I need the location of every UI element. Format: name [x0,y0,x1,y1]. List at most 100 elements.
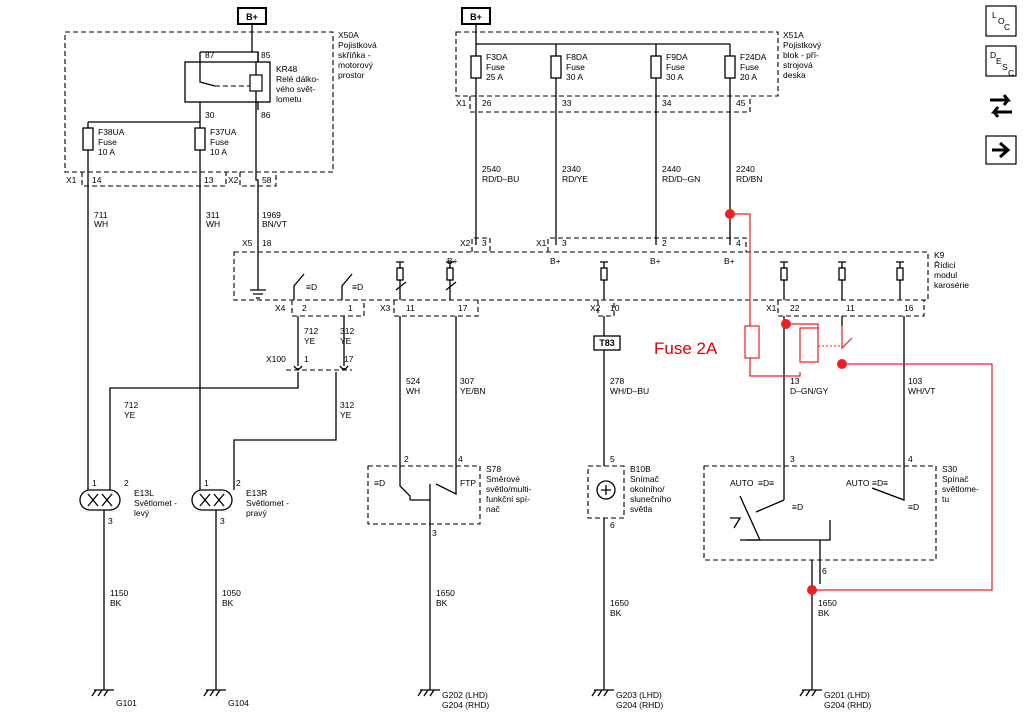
kr48-pin-30: 30 [205,110,215,120]
bplus-4: B+ [724,256,735,266]
svg-text:G204 (RHD): G204 (RHD) [442,700,489,710]
svg-text:K9: K9 [934,250,945,260]
kr48-label: KR48 Relé dálko- vého svět- lometu [276,64,319,104]
x51a-fuse-block [455,31,779,97]
x100-pin-17: 17 [344,354,354,364]
f3da-fuse [470,55,482,79]
svg-text:karosérie: karosérie [934,280,969,290]
e13r-pin-1: 1 [204,478,209,488]
next-button[interactable] [985,135,1017,165]
svg-text:2540: 2540 [482,164,501,174]
svg-text:Snímač: Snímač [630,474,660,484]
svg-text:F8DA: F8DA [566,52,588,62]
desc-button[interactable]: D E S C [985,45,1017,78]
kr48-pin-87: 87 [205,50,215,60]
f38ua-fuse [82,127,94,151]
svg-text:312: 312 [340,400,354,410]
svg-text:YE/BN: YE/BN [460,386,486,396]
svg-text:Řídicí: Řídicí [934,260,956,270]
svg-text:F24DA: F24DA [740,52,767,62]
svg-text:10 A: 10 A [98,147,115,157]
svg-text:S78: S78 [486,464,501,474]
red-modification [725,209,993,595]
f37ua-label: F37UA Fuse 10 A [210,127,237,157]
svg-text:WH: WH [206,219,220,229]
x51-pin-34: 34 [662,98,672,108]
fuse-annotation: Fuse 2A [654,339,718,358]
svg-text:F3DA: F3DA [486,52,508,62]
svg-text:vého svět-: vého svět- [276,84,315,94]
x51-pin-33: 33 [562,98,572,108]
loc-button[interactable]: L O C [985,5,1017,37]
svg-text:WH: WH [94,219,108,229]
e13l-pin-1: 1 [92,478,97,488]
svg-text:funkční spí-: funkční spí- [486,494,530,504]
k9-conn-x2: X2 [590,303,601,313]
s30-label: S30 Spínač světlome- tu [942,464,979,504]
s78-pin-4: 4 [458,454,463,464]
svg-text:Fuse: Fuse [566,62,585,72]
svg-text:D–GN/GY: D–GN/GY [790,386,829,396]
k9-pin-3b: 3 [562,238,567,248]
power-label: B+ [246,12,258,22]
svg-text:WH/D–BU: WH/D–BU [610,386,649,396]
svg-text:deska: deska [783,70,806,80]
swap-button[interactable] [986,88,1016,124]
ground-g203: G203 (LHD) G204 (RHD) [591,689,663,710]
k9-module [233,251,929,301]
s30-beam-symbol-1: ≡D [792,502,803,512]
bplus-3: B+ [650,256,661,266]
svg-text:světla: světla [630,504,652,514]
svg-text:RD/BN: RD/BN [736,174,762,184]
x51-pin-45: 45 [736,98,746,108]
f24da-fuse [724,55,736,79]
s30-auto-2: AUTO [846,478,870,488]
s78-pin-3: 3 [432,528,437,538]
e13l-headlamp [79,489,121,511]
k9-pin-x4-1: 1 [348,303,353,313]
svg-text:prostor: prostor [338,70,365,80]
highbeam-symbol: ≡D [352,282,363,292]
svg-text:F9DA: F9DA [666,52,688,62]
svg-text:okolního/: okolního/ [630,484,665,494]
svg-text:2440: 2440 [662,164,681,174]
svg-text:G203 (LHD): G203 (LHD) [616,690,662,700]
swap-arrows-icon [990,94,1012,106]
x50a-fuse-box [64,31,334,173]
x50-pin-14: 14 [92,175,102,185]
s30-auto-1: AUTO [730,478,754,488]
lowbeam-symbol: ≡D [306,282,317,292]
svg-text:WH/VT: WH/VT [908,386,935,396]
s30-pin-6: 6 [822,566,827,576]
svg-text:13: 13 [790,376,800,386]
f8da-fuse [550,55,562,79]
svg-text:1150: 1150 [110,588,129,598]
svg-text:1969: 1969 [262,210,281,220]
svg-text:pravý: pravý [246,508,268,518]
k9-pin-x1-11: 11 [846,303,855,313]
s30-parking-symbol-1: ≡D≡ [758,478,774,488]
k9-pin-x1-16: 16 [904,303,914,313]
k9-pin-2: 2 [662,238,667,248]
x50a-label: X50A Pojistková skříňka - motorový prost… [338,30,377,80]
svg-text:nač: nač [486,504,500,514]
kr48-pin-86: 86 [261,110,271,120]
k9-conn-x2-top: X2 [460,238,471,248]
s78-label: S78 Směrové světlo/multi- funkční spí- n… [486,464,532,514]
arrow-right-icon [992,141,1011,159]
svg-text:Fuse: Fuse [740,62,759,72]
x51-conn-x1: X1 [456,98,467,108]
power-source-right: B+ [461,7,491,25]
svg-text:1650: 1650 [436,588,455,598]
x100-connector: X100 [266,354,286,364]
svg-text:YE: YE [304,336,316,346]
b10b-pin-6: 6 [610,520,615,530]
